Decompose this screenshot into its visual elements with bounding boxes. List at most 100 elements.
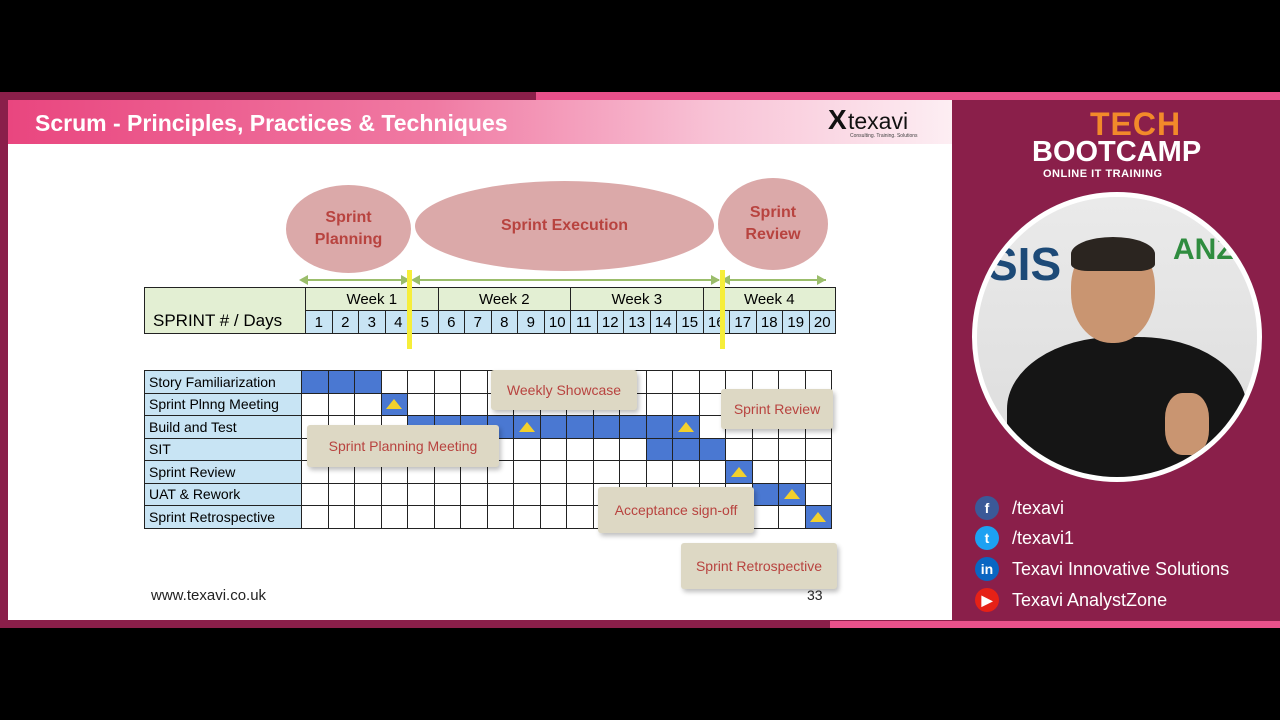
grid-cell-filled (751, 482, 779, 506)
week-header: Week 4 (702, 287, 836, 311)
arrow-head-icon (711, 275, 720, 285)
grid-cell-filled (645, 415, 673, 439)
day-cell: 13 (623, 310, 651, 334)
sprint-days-table: SPRINT # / Days Week 1 Week 2 Week 3 Wee… (144, 287, 836, 334)
texavi-logo: X texavi Consulting. Training. Solutions (828, 104, 938, 140)
social-link-label: /texavi (1012, 497, 1065, 518)
grid-cell-milestone (513, 415, 541, 439)
wall-sign: SIS (987, 238, 1062, 290)
activity-label: Story Familiarization (144, 370, 302, 394)
grid-cell (301, 505, 329, 529)
day-cell: 15 (676, 310, 704, 334)
grid-cell (566, 482, 594, 506)
grid-cell-filled (539, 415, 567, 439)
grid-cell (751, 505, 779, 529)
day-cell: 10 (543, 310, 571, 334)
presenter-body (1007, 337, 1247, 477)
arrow-head-icon (721, 275, 730, 285)
milestone-triangle-icon (730, 466, 747, 477)
social-link[interactable]: f/texavi (975, 495, 1064, 521)
presenter-hand (1165, 393, 1209, 455)
linkedin-icon: in (975, 557, 999, 581)
grid-cell-milestone (804, 505, 832, 529)
grid-cell (778, 370, 806, 394)
grid-cell (327, 392, 355, 416)
grid-cell (460, 370, 488, 394)
grid-cell (539, 482, 567, 506)
day-cell: 19 (782, 310, 810, 334)
facebook-icon: f (975, 496, 999, 520)
grid-cell (672, 460, 700, 484)
youtube-icon: ▶ (975, 588, 999, 612)
grid-cell (672, 370, 700, 394)
grid-cell (778, 505, 806, 529)
grid-cell (486, 482, 514, 506)
day-cell: 2 (331, 310, 359, 334)
arrow-head-icon (411, 275, 420, 285)
grid-cell (672, 392, 700, 416)
activity-label: SIT (144, 437, 302, 461)
grid-cell (645, 460, 673, 484)
arrow-head-icon (817, 275, 826, 285)
twitter-icon: t (975, 526, 999, 550)
day-cell: 17 (729, 310, 757, 334)
logo-tagline: Consulting. Training. Solutions (850, 133, 918, 139)
grid-cell (460, 392, 488, 416)
grid-cell (486, 505, 514, 529)
activity-label: Sprint Retrospective (144, 505, 302, 529)
grid-cell (751, 460, 779, 484)
grid-cell (513, 460, 541, 484)
phase-execution-label: Sprint Execution (500, 217, 629, 234)
grid-cell (592, 437, 620, 461)
activity-label: UAT & Rework (144, 482, 302, 506)
day-cell: 7 (464, 310, 492, 334)
grid-cell (407, 392, 435, 416)
grid-cell (354, 392, 382, 416)
day-cell: 20 (808, 310, 836, 334)
grid-cell (725, 437, 753, 461)
grid-cell-milestone (672, 415, 700, 439)
milestone-triangle-icon (677, 421, 694, 432)
week-header: Week 1 (305, 287, 439, 311)
grid-cell (433, 370, 461, 394)
social-link-label: Texavi AnalystZone (1012, 589, 1168, 610)
callout-sprint-planning-meeting: Sprint Planning Meeting (307, 425, 499, 467)
day-cell: 12 (596, 310, 624, 334)
presenter-hair (1071, 237, 1155, 271)
day-cell: 3 (358, 310, 386, 334)
social-link[interactable]: t/texavi1 (975, 525, 1074, 551)
activity-label: Sprint Plnng Meeting (144, 392, 302, 416)
activity-label: Sprint Review (144, 460, 302, 484)
grid-cell (327, 505, 355, 529)
phase-review-line1: Sprint (749, 204, 797, 221)
brand-subtitle: ONLINE IT TRAINING (1043, 168, 1163, 180)
frame-accent-bottom (830, 621, 1280, 628)
frame-accent-top (536, 92, 1280, 100)
day-cell: 14 (649, 310, 677, 334)
grid-cell (698, 460, 726, 484)
grid-cell (804, 437, 832, 461)
page-number: 33 (807, 587, 823, 603)
grid-cell (460, 505, 488, 529)
phase-planning-line2: Planning (314, 231, 383, 248)
grid-cell-filled (592, 415, 620, 439)
logo-x-icon: X (828, 104, 847, 135)
grid-cell-milestone (778, 482, 806, 506)
week-header: Week 2 (437, 287, 571, 311)
grid-cell (566, 460, 594, 484)
tech-bootcamp-logo: TECH BOOTCAMP ONLINE IT TRAINING (1030, 106, 1201, 182)
callout-acceptance-signoff: Acceptance sign-off (598, 487, 754, 533)
slide-header: Scrum - Principles, Practices & Techniqu… (8, 100, 952, 144)
grid-cell-filled (301, 370, 329, 394)
callout-weekly-showcase: Weekly Showcase (491, 370, 637, 410)
grid-cell-filled (619, 415, 647, 439)
grid-cell (698, 392, 726, 416)
presenter-webcam: SIS ANZONE (972, 192, 1262, 482)
grid-cell (301, 392, 329, 416)
social-link[interactable]: ▶ Texavi AnalystZone (975, 587, 1167, 613)
grid-cell (433, 392, 461, 416)
grid-cell-milestone (380, 392, 408, 416)
